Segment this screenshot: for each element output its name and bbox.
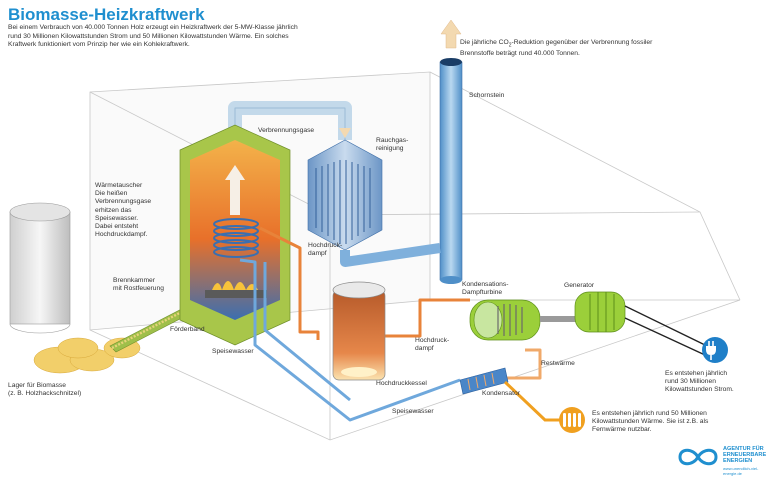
label-speisewasser-1: Speisewasser xyxy=(212,348,254,355)
turbine-shaft xyxy=(540,316,580,322)
steam-turbine xyxy=(469,299,541,341)
waerme-note: Es entstehen jährlich rund 50 Millionen … xyxy=(592,410,709,434)
grate-fire xyxy=(205,281,267,298)
flue-gas-scrubber xyxy=(307,139,383,251)
flue-gas-down-arrow xyxy=(339,128,351,138)
label-hochdruckdampf-1: Hochdruck- dampf xyxy=(308,242,343,258)
scrubber-to-chimney-duct xyxy=(340,243,441,267)
label-waermetauscher: Wärmetauscher Die heißen Verbrennungsgas… xyxy=(95,182,152,239)
label-generator: Generator xyxy=(564,282,595,289)
agency-logo-url: www.unendlich-viel-energie.de xyxy=(723,466,759,476)
speisewasser-pipe xyxy=(239,258,461,422)
label-hochdruckdampf-2: Hochdruck- dampf xyxy=(415,337,450,353)
label-restwaerme: Restwärme xyxy=(541,360,575,367)
radiator-icon xyxy=(559,407,585,433)
label-brennkammer: Brennkammer mit Rostfeuerung xyxy=(113,277,164,293)
page-title: Biomasse-Heizkraftwerk xyxy=(8,5,205,24)
hochdruckdampf-pipe xyxy=(259,226,542,380)
smoke-up-arrow xyxy=(440,19,462,49)
co2-note: Die jährliche CO2-Reduktion gegenüber de… xyxy=(460,39,653,57)
chimney xyxy=(439,58,463,284)
condenser xyxy=(459,367,509,395)
label-verbrennungsgase: Verbrennungsgase xyxy=(258,127,315,134)
generator xyxy=(574,291,626,333)
label-hochdruckkessel: Hochdruckkessel xyxy=(376,380,427,387)
plug-icon xyxy=(702,337,728,363)
label-speisewasser-2: Speisewasser xyxy=(392,408,434,415)
biomass-silo xyxy=(9,202,71,334)
label-rauchgasreinigung: Rauchgas- reinigung xyxy=(376,137,409,153)
label-lager: Lager für Biomasse (z. B. Holzhackschnit… xyxy=(8,382,82,398)
strom-note: Es entstehen jährlich rund 30 Millionen … xyxy=(665,370,734,394)
agency-logo-icon xyxy=(678,448,718,466)
pressure-vessel xyxy=(332,281,386,381)
intro-text: Bei einem Verbrauch von 40.000 Tonnen Ho… xyxy=(8,24,298,49)
label-kondensationsturbine: Kondensations- Dampfturbine xyxy=(462,281,509,297)
power-cables xyxy=(624,305,706,356)
label-schornstein: Schornstein xyxy=(469,92,505,99)
label-foerderband: Förderband xyxy=(170,326,205,333)
heat-exchanger-coil xyxy=(213,218,259,258)
label-kondensator: Kondensator xyxy=(482,390,520,397)
agency-logo-text: AGENTUR FÜR ERNEUERBARE ENERGIEN xyxy=(723,446,767,465)
waerme-pipe xyxy=(503,380,565,422)
